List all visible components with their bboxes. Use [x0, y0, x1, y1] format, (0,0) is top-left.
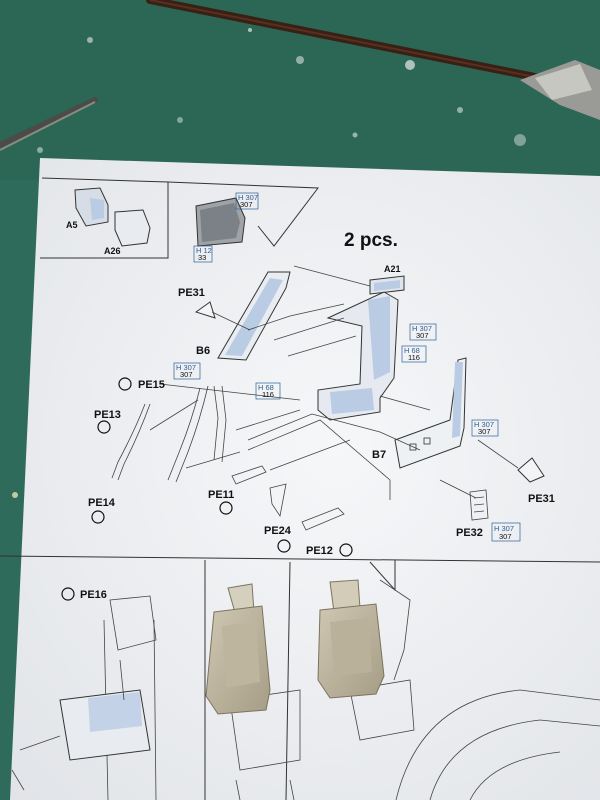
part-label-pe11: PE11 — [208, 489, 234, 501]
color-ref-box: H 68 116 — [255, 382, 281, 400]
svg-text:307: 307 — [240, 200, 253, 209]
part-label-a21: A21 — [384, 264, 401, 274]
photo-etch-icon — [61, 377, 353, 601]
svg-text:307: 307 — [416, 331, 429, 340]
resin-seat-right — [317, 579, 385, 699]
color-ref-box: H 307 307 — [491, 522, 521, 542]
color-ref-box: H 68 116 — [401, 345, 427, 363]
part-label-a26: A26 — [104, 246, 121, 256]
tweezers — [0, 97, 98, 151]
svg-text:307: 307 — [478, 427, 491, 436]
part-label-pe14: PE14 — [88, 497, 116, 509]
svg-text:116: 116 — [408, 353, 420, 362]
color-ref-box: H 307 307 — [173, 362, 201, 380]
part-label-pe31-right: PE31 — [528, 493, 555, 505]
part-label-b7: B7 — [372, 449, 386, 461]
svg-text:307: 307 — [499, 532, 512, 541]
metal-tool — [520, 60, 600, 120]
svg-text:H 307: H 307 — [238, 193, 258, 202]
resin-seat-left — [205, 583, 271, 715]
color-ref-box: H 12 33 — [193, 245, 213, 263]
instruction-sheet — [0, 158, 600, 800]
part-label-pe32: PE32 — [456, 527, 483, 539]
svg-text:H 307: H 307 — [412, 324, 432, 333]
svg-text:H 68: H 68 — [404, 346, 420, 355]
color-ref-box: H 307 307 — [235, 192, 259, 210]
svg-text:H 68: H 68 — [258, 383, 274, 392]
part-label-pe31-top: PE31 — [178, 287, 205, 299]
color-ref-box: H 307 307 — [409, 323, 437, 341]
svg-text:116: 116 — [262, 390, 274, 399]
svg-text:307: 307 — [180, 370, 193, 379]
color-ref-box: H 307 307 — [471, 419, 499, 437]
svg-text:H 307: H 307 — [474, 420, 494, 429]
svg-text:H 307: H 307 — [176, 363, 196, 372]
part-label-pe12: PE12 — [306, 545, 333, 557]
svg-text:H 307: H 307 — [494, 524, 514, 533]
quantity-note: 2 pcs. — [344, 230, 398, 251]
paintbrush — [146, 0, 564, 86]
part-label-pe24: PE24 — [264, 525, 292, 537]
svg-text:33: 33 — [198, 253, 206, 262]
part-label-pe16: PE16 — [80, 589, 107, 601]
part-label-pe13: PE13 — [94, 409, 121, 421]
svg-text:H 12: H 12 — [196, 246, 212, 255]
part-label-b6: B6 — [196, 345, 210, 357]
part-label-a5: A5 — [66, 220, 78, 230]
part-label-pe15: PE15 — [138, 379, 165, 391]
